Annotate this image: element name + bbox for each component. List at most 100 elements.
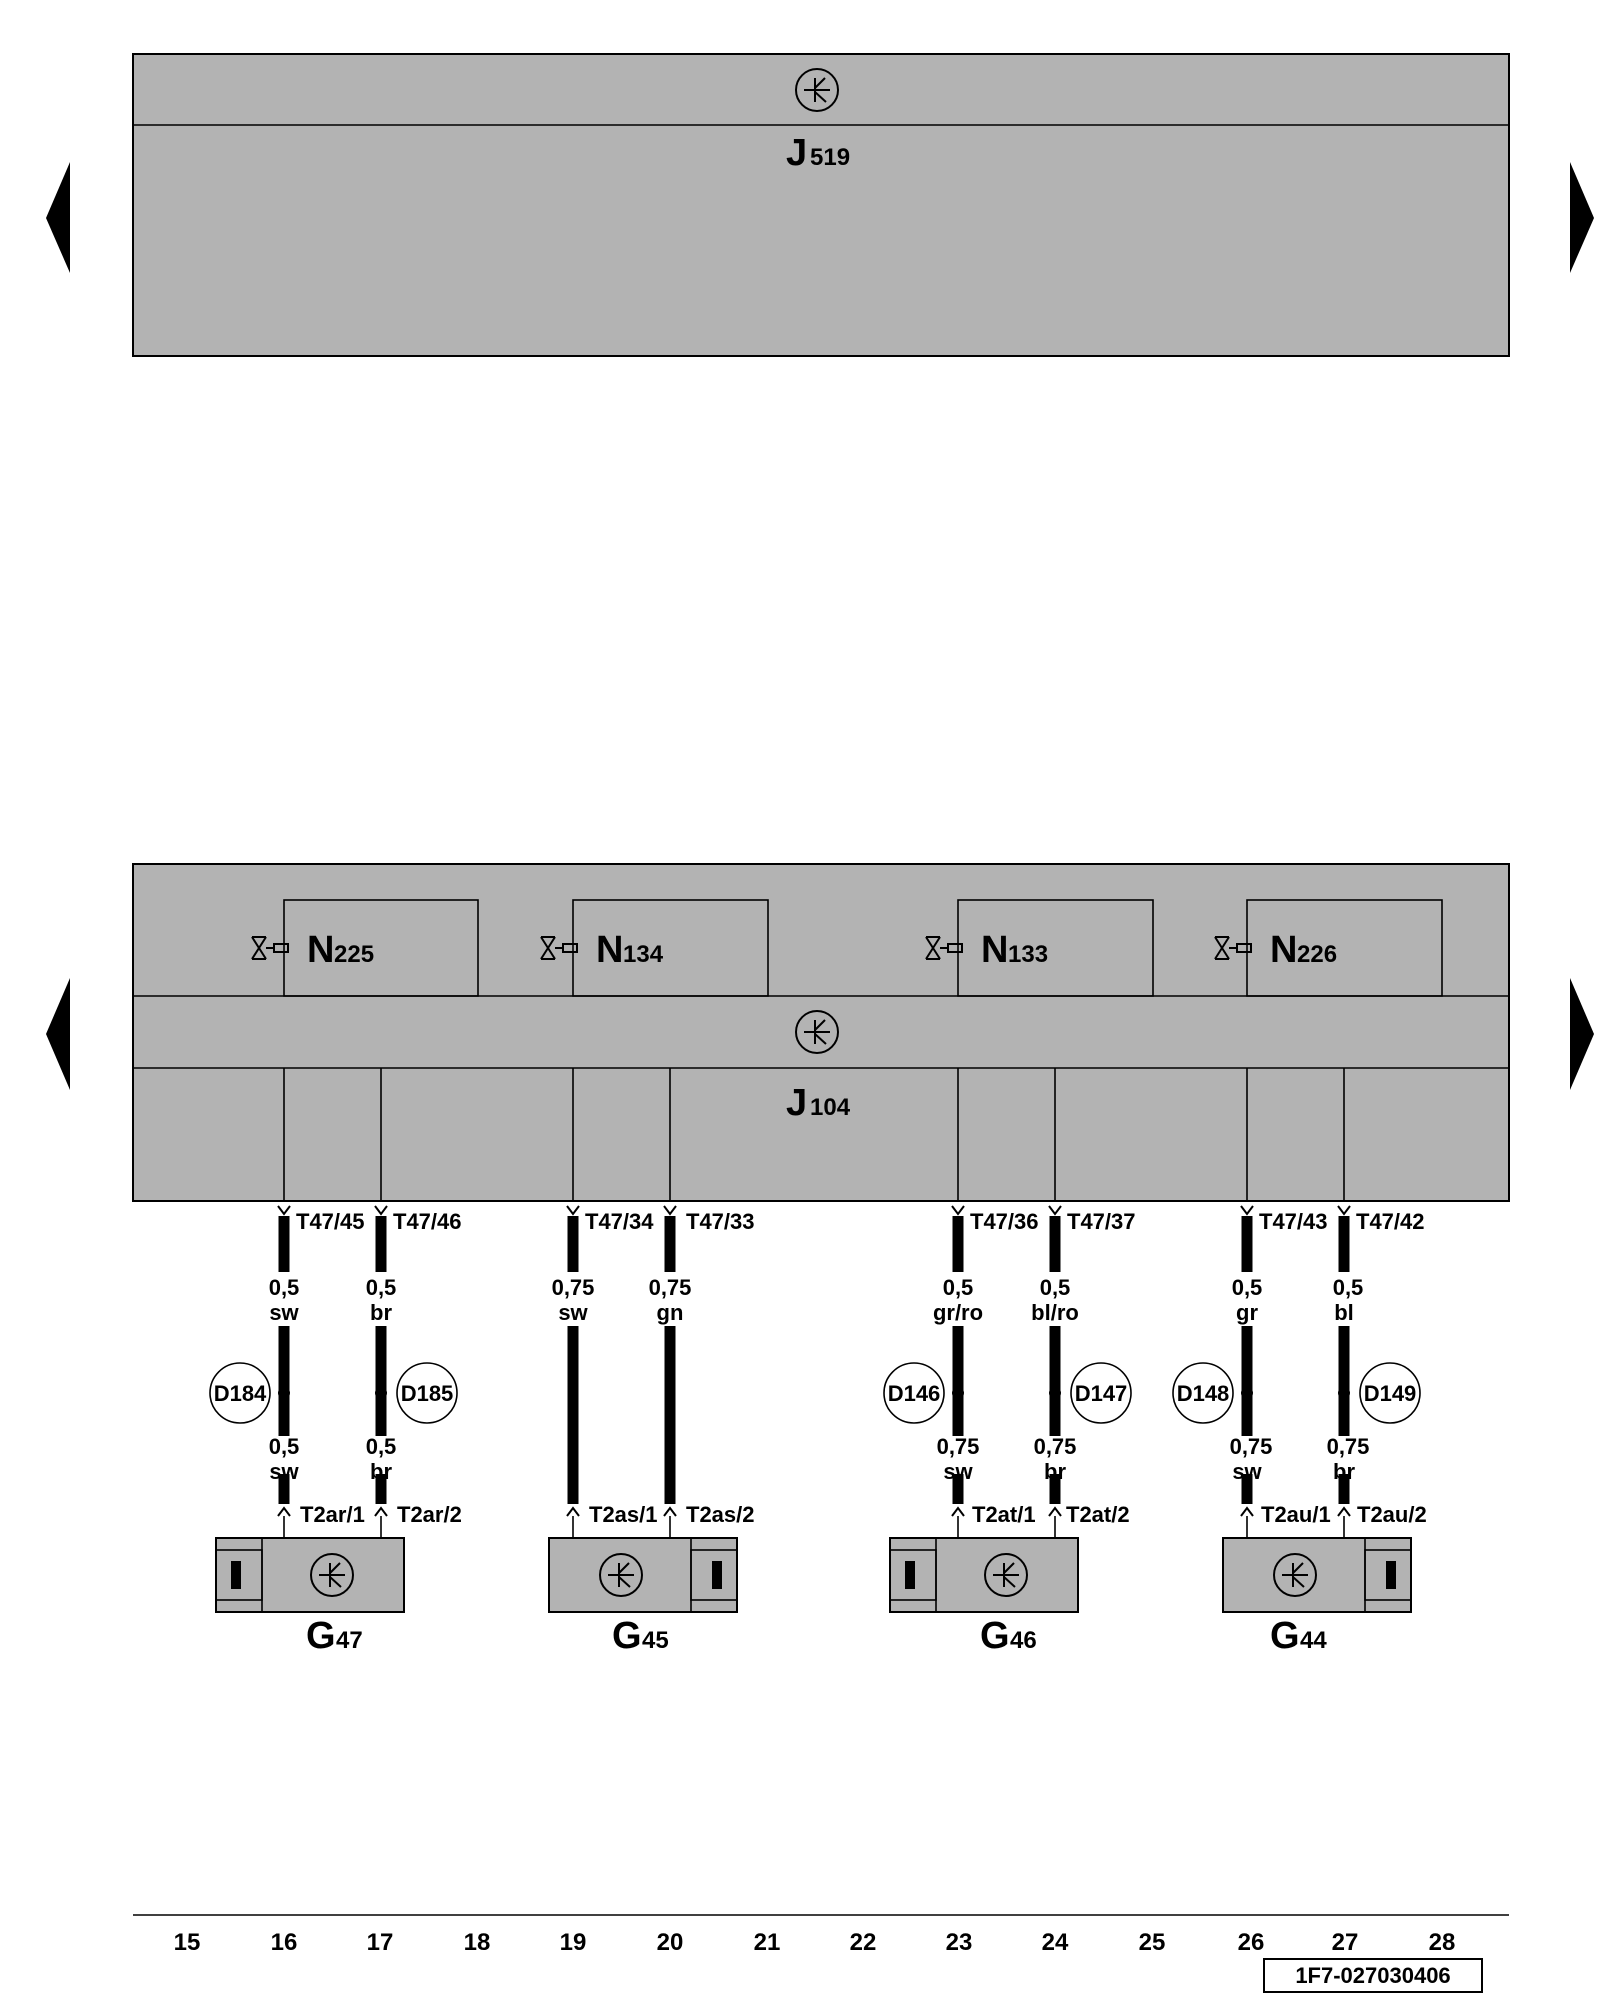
plug-label: T2at/1 (972, 1502, 1036, 1527)
wire-t47-43: T47/43 0,5 gr D148 0,75 sw T2au/1 (1172, 1205, 1331, 1538)
sensor-g46: G 46 (889, 1537, 1079, 1657)
wire-color: sw (269, 1300, 299, 1325)
plug-label: T2ar/2 (397, 1502, 462, 1527)
control-unit-j104: N 225 N 134 N 133 N 226 (132, 863, 1510, 1202)
drawing-id: 1F7-027030406 (1295, 1963, 1450, 1988)
track-number: 21 (754, 1929, 781, 1956)
sensor-g44-subscript: 44 (1300, 1627, 1327, 1654)
j104-subscript: 104 (810, 1094, 851, 1121)
wire-size: 0,5 (1333, 1275, 1364, 1300)
j519-letter: J (786, 132, 807, 174)
wire-size-2: 0,75 (1230, 1434, 1273, 1459)
track-number: 25 (1139, 1929, 1166, 1956)
wire-color: bl/ro (1031, 1300, 1079, 1325)
sensor-g45-subscript: 45 (642, 1627, 669, 1654)
track-number: 22 (850, 1929, 877, 1956)
next-page-arrow-icon-2[interactable] (1570, 978, 1594, 1090)
wire-color-2: sw (1232, 1459, 1262, 1484)
wire-size-2: 0,5 (366, 1434, 397, 1459)
wire-size-2: 0,75 (1327, 1434, 1370, 1459)
track-number: 18 (464, 1929, 491, 1956)
pin-label: T47/37 (1067, 1209, 1136, 1234)
wire-color: sw (558, 1300, 588, 1325)
wire-t47-46: T47/46 0,5 br D185 0,5 br T2ar/2 (366, 1205, 462, 1538)
plug-label: T2at/2 (1066, 1502, 1130, 1527)
track-numbers: 15 16 17 18 19 20 21 22 23 24 25 26 27 2… (174, 1929, 1456, 1956)
connector-label: D149 (1364, 1381, 1417, 1406)
wire-size-2: 0,75 (1034, 1434, 1077, 1459)
prev-page-arrow-icon-2[interactable] (46, 978, 70, 1090)
track-number: 23 (946, 1929, 973, 1956)
wire-t47-37: T47/37 0,5 bl/ro D147 0,75 br T2at/2 (1031, 1205, 1136, 1538)
j519-subscript: 519 (810, 144, 850, 171)
track-number: 26 (1238, 1929, 1265, 1956)
electronic-symbol-icon (984, 1553, 1028, 1597)
valve-n133-letter: N (981, 929, 1008, 971)
valve-symbol-icon (1214, 936, 1252, 960)
valve-symbol-icon (925, 936, 963, 960)
wire-size: 0,5 (1232, 1275, 1263, 1300)
wire-size: 0,5 (269, 1275, 300, 1300)
j519-housing (132, 53, 1510, 357)
connector-label: D146 (888, 1381, 941, 1406)
electronic-symbol-icon (1273, 1553, 1317, 1597)
connector-label: D184 (214, 1381, 267, 1406)
wire-color-2: sw (943, 1459, 973, 1484)
wire-color: bl (1334, 1300, 1354, 1325)
wire-color: gr (1236, 1300, 1258, 1325)
sensor-g44: G 44 (1222, 1537, 1412, 1657)
j104-letter: J (786, 1082, 807, 1124)
electronic-symbol-icon (599, 1553, 643, 1597)
wire-size: 0,5 (366, 1275, 397, 1300)
track-number: 28 (1429, 1929, 1456, 1956)
wire-t47-33: T47/33 0,75 gn T2as/2 (649, 1205, 755, 1538)
valve-n226-subscript: 226 (1297, 941, 1337, 968)
wire-color: br (370, 1300, 392, 1325)
sensor-g45: G 45 (548, 1537, 738, 1657)
wire-t47-45: T47/45 0,5 sw D184 0,5 sw T2ar/1 (209, 1205, 365, 1538)
sensor-g45-letter: G (612, 1615, 642, 1657)
sensor-g44-letter: G (1270, 1615, 1300, 1657)
wire-size-2: 0,5 (269, 1434, 300, 1459)
valve-n226-letter: N (1270, 929, 1297, 971)
sensor-g47: G 47 (215, 1537, 405, 1657)
wire-size: 0,5 (943, 1275, 974, 1300)
valve-symbol-icon (540, 936, 578, 960)
valve-n133-subscript: 133 (1008, 941, 1048, 968)
plug-label: T2au/1 (1261, 1502, 1331, 1527)
pin-label: T47/43 (1259, 1209, 1328, 1234)
pin-label: T47/33 (686, 1209, 755, 1234)
wire-color-2: br (1333, 1459, 1355, 1484)
electronic-symbol-icon (795, 68, 839, 112)
connector-label: D148 (1177, 1381, 1230, 1406)
wire-color: gr/ro (933, 1300, 983, 1325)
wire-color: gn (657, 1300, 684, 1325)
wire-color-2: sw (269, 1459, 299, 1484)
drawing-id-box (1263, 1958, 1483, 1993)
electronic-symbol-icon (310, 1553, 354, 1597)
prev-page-arrow-icon[interactable] (46, 162, 70, 273)
track-number: 27 (1332, 1929, 1359, 1956)
track-number: 15 (174, 1929, 201, 1956)
pin-label: T47/46 (393, 1209, 462, 1234)
sensor-g47-subscript: 47 (336, 1627, 363, 1654)
wire-size-2: 0,75 (937, 1434, 980, 1459)
next-page-arrow-icon[interactable] (1570, 162, 1594, 273)
connector-label: D185 (401, 1381, 454, 1406)
wire-t47-34: T47/34 0,75 sw T2as/1 (552, 1205, 658, 1538)
valve-n134-subscript: 134 (623, 941, 664, 968)
sensor-g47-letter: G (306, 1615, 336, 1657)
connector-label: D147 (1075, 1381, 1128, 1406)
pin-label: T47/36 (970, 1209, 1039, 1234)
sensor-g46-letter: G (980, 1615, 1010, 1657)
plug-label: T2as/2 (686, 1502, 755, 1527)
valve-symbol-icon (251, 936, 289, 960)
pin-label: T47/42 (1356, 1209, 1425, 1234)
track-number: 24 (1042, 1929, 1069, 1956)
wire-color-2: br (1044, 1459, 1066, 1484)
plug-label: T2ar/1 (300, 1502, 365, 1527)
pin-label: T47/45 (296, 1209, 365, 1234)
valve-n134-letter: N (596, 929, 623, 971)
pin-label: T47/34 (585, 1209, 654, 1234)
